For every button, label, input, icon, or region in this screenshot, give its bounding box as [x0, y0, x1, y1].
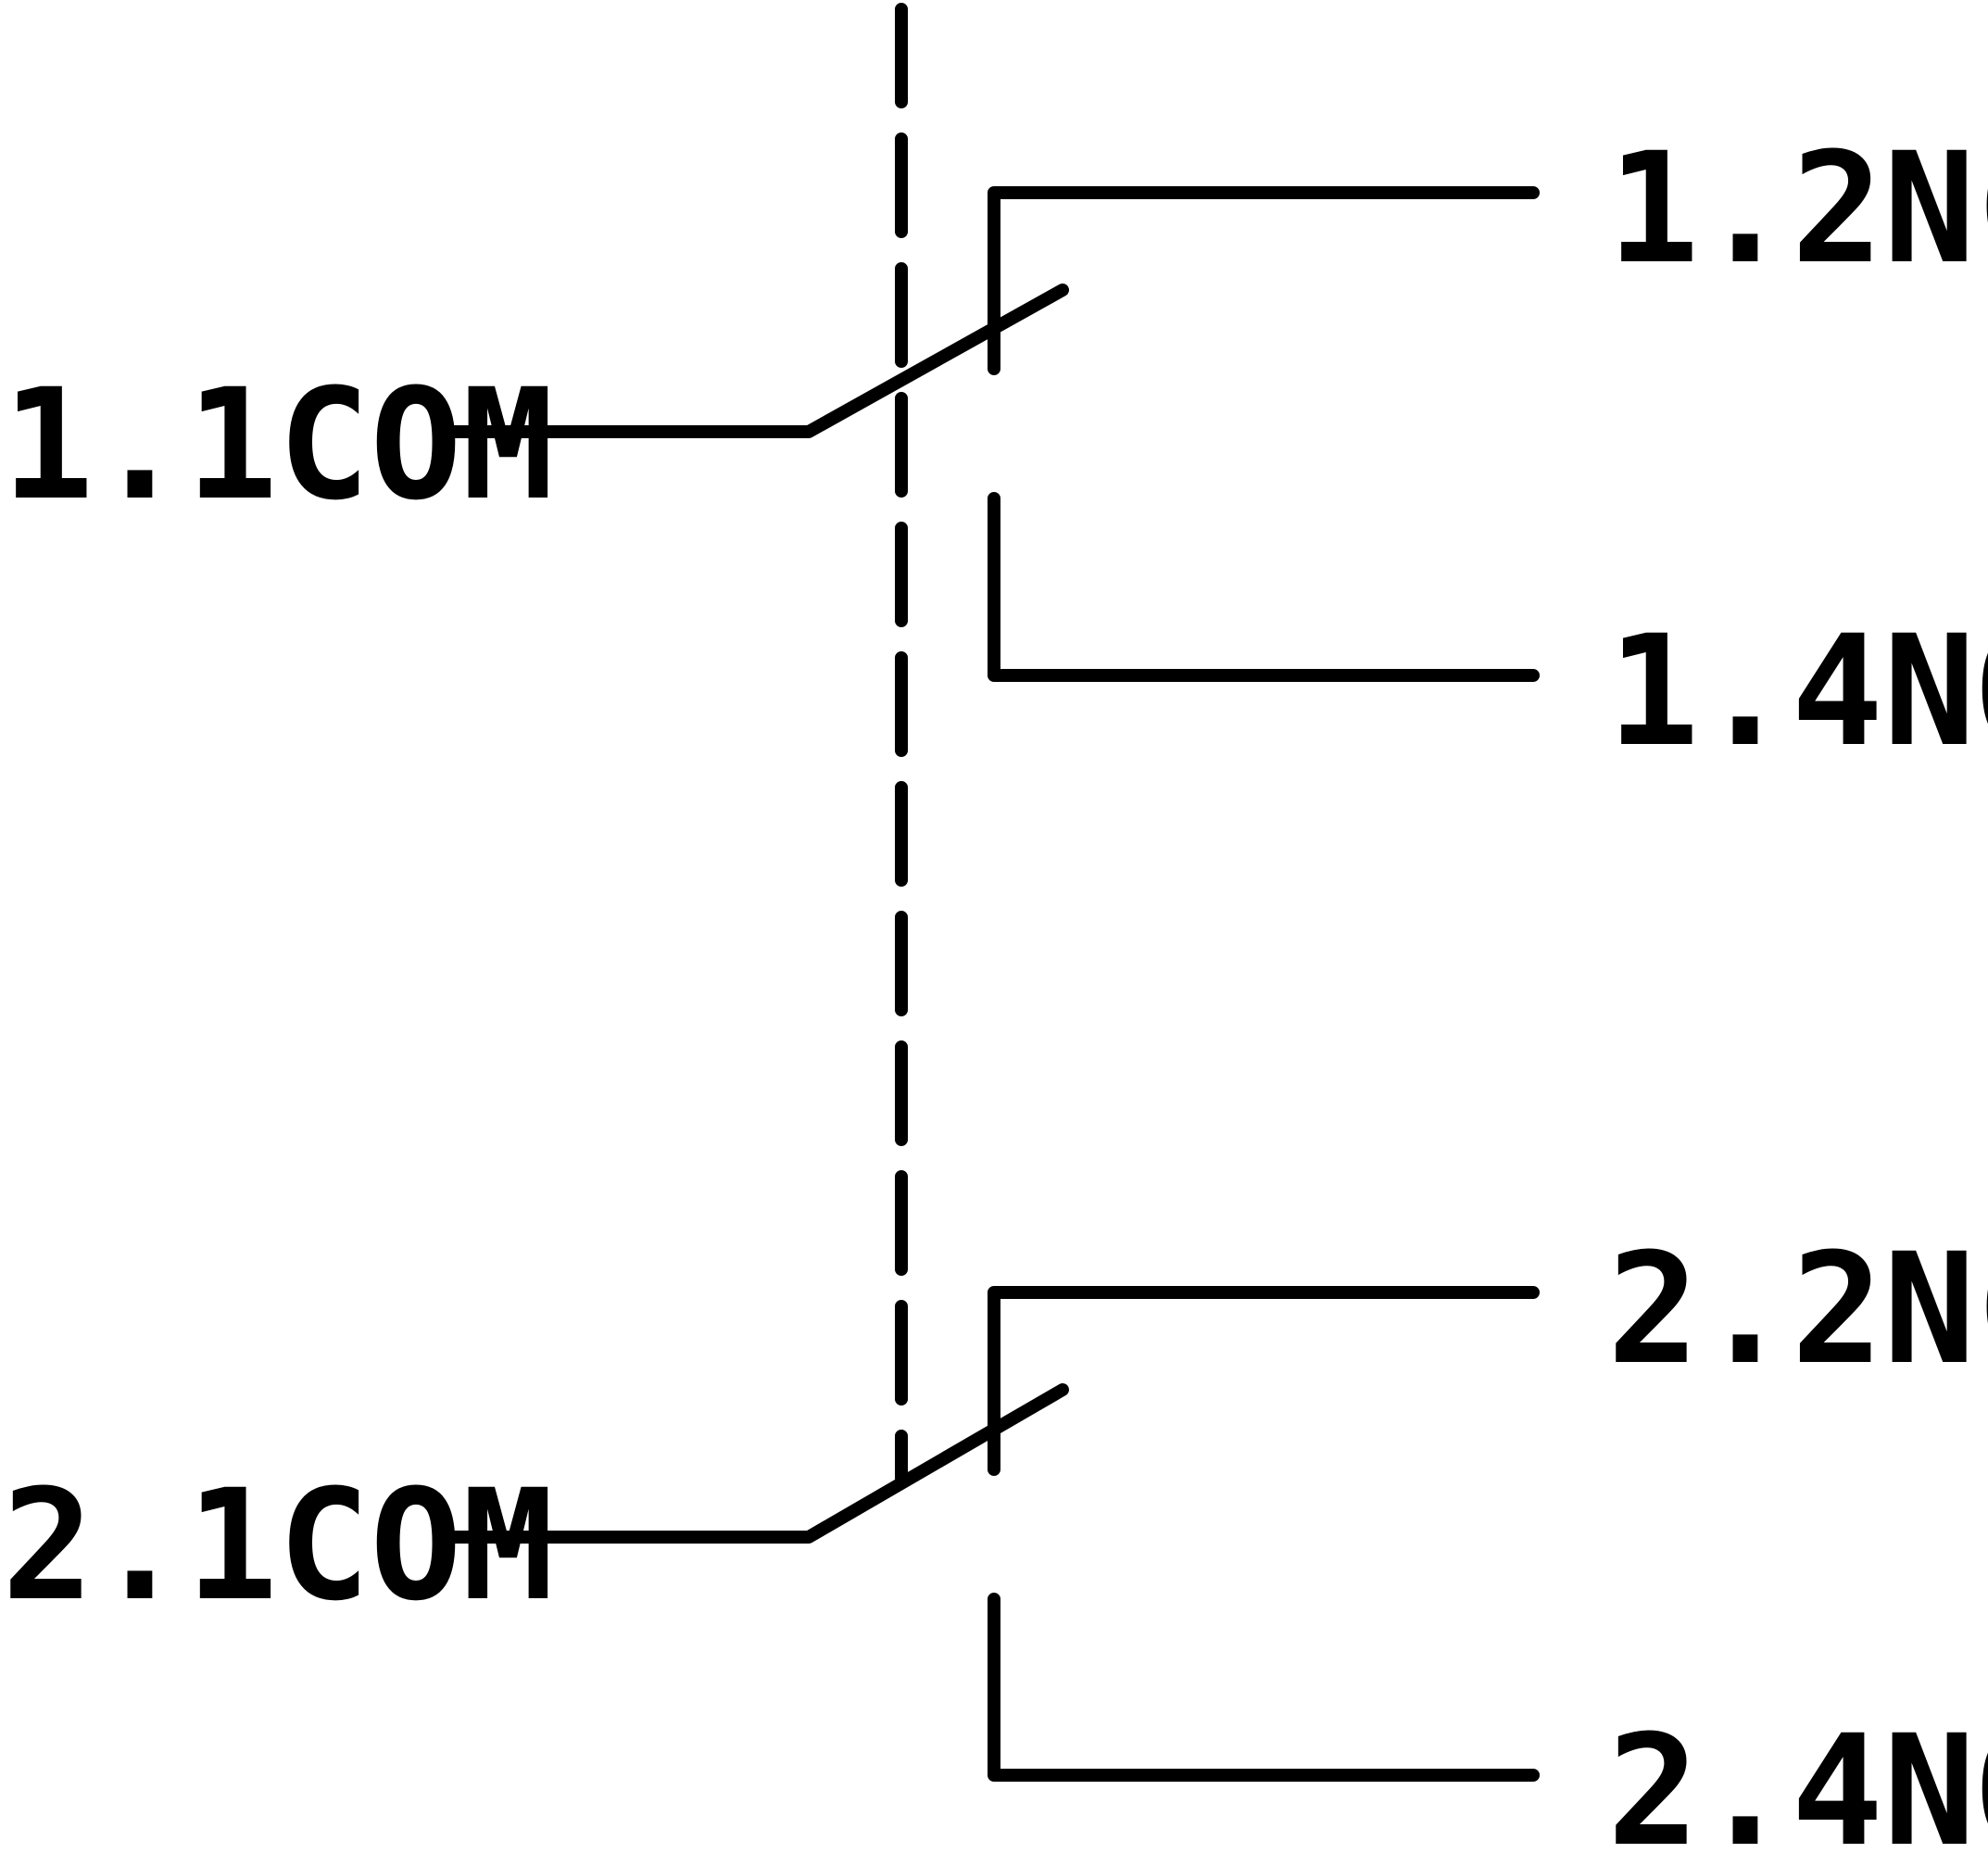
contact-1-no-terminal — [988, 492, 1540, 682]
contact-2-com-label: 2.1COM — [2, 1456, 554, 1634]
contact-2-nc-terminal — [988, 1286, 1540, 1476]
contact-2-nc-label: 2.2NC — [1607, 1220, 1988, 1398]
contact-1-no-label: 1.4NO — [1607, 602, 1988, 780]
contact-2-no-label: 2.4NO — [1607, 1702, 1988, 1853]
contact-1-com-label: 1.1COM — [2, 356, 554, 534]
contact-1-nc-terminal — [988, 186, 1540, 375]
contact-2-no-terminal — [988, 1593, 1540, 1782]
contact-2-com-blade — [443, 1383, 1069, 1544]
contact-1-nc-label: 1.2NC — [1607, 120, 1988, 297]
contact-1-com-blade — [445, 284, 1069, 438]
